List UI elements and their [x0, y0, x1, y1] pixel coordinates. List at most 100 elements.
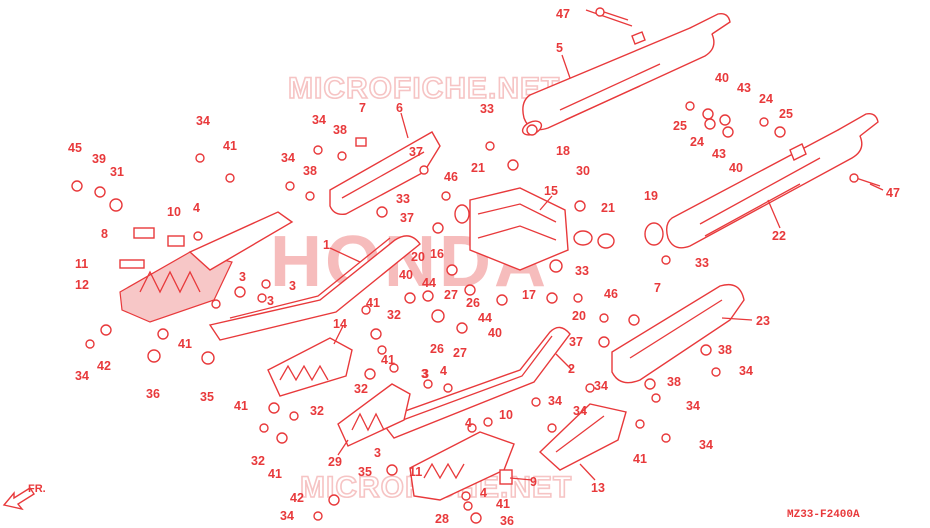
part-label: 23: [756, 314, 770, 328]
part-label: 4: [480, 486, 487, 500]
part-label: 24: [759, 92, 773, 106]
part-label: 34: [686, 399, 700, 413]
part-label: 40: [715, 71, 729, 85]
part-label: 25: [673, 119, 687, 133]
part-label: 29: [328, 455, 342, 469]
part-label: 10: [167, 205, 181, 219]
part-label: 3: [239, 270, 246, 284]
part-label: 20: [572, 309, 586, 323]
part-label: 41: [496, 497, 510, 511]
part-label: 30: [576, 164, 590, 178]
part-label: 27: [453, 346, 467, 360]
heat-shield-14: [267, 337, 353, 397]
part-label: 34: [312, 113, 326, 127]
part-label: 34: [280, 509, 294, 523]
part-label: 35: [200, 390, 214, 404]
leader-lines: [329, 54, 884, 481]
part-label: 34: [196, 114, 210, 128]
part-label: 3: [422, 367, 429, 381]
part-label: 2: [568, 362, 575, 376]
part-label: 44: [478, 311, 492, 325]
part-label: 45: [68, 141, 82, 155]
part-label: 3: [421, 367, 428, 381]
part-label: 10: [499, 408, 513, 422]
part-label: 43: [737, 81, 751, 95]
part-label: 32: [354, 382, 368, 396]
center-chamber: [454, 187, 615, 271]
part-label: 3: [374, 446, 381, 460]
part-label: 33: [480, 102, 494, 116]
part-label: 12: [75, 278, 89, 292]
part-label: 42: [290, 491, 304, 505]
part-label: 7: [654, 281, 661, 295]
part-label: 4: [440, 364, 447, 378]
part-label: 47: [886, 186, 900, 200]
part-label: 46: [444, 170, 458, 184]
part-label: 41: [366, 296, 380, 310]
part-label: 43: [712, 147, 726, 161]
part-label: 4: [193, 201, 200, 215]
part-label: 15: [544, 184, 558, 198]
small-parts: [71, 7, 881, 524]
part-label: 11: [409, 465, 422, 479]
part-label: 6: [396, 101, 403, 115]
part-label: 32: [251, 454, 265, 468]
part-label: 25: [779, 107, 793, 121]
part-label: 47: [556, 7, 570, 21]
front-direction-label: FR.: [28, 483, 46, 495]
part-label: 1: [323, 238, 330, 252]
part-label: 33: [575, 264, 589, 278]
part-label: 34: [548, 394, 562, 408]
part-label: 37: [569, 335, 583, 349]
part-label: 34: [739, 364, 753, 378]
part-label: 35: [358, 465, 372, 479]
heat-shield-13: [538, 403, 627, 471]
part-label: 21: [471, 161, 485, 175]
part-label: 37: [400, 211, 414, 225]
part-label: 40: [488, 326, 502, 340]
part-label: 24: [690, 135, 704, 149]
muffler-upper-right: [521, 9, 731, 136]
part-label: 34: [75, 369, 89, 383]
drawing-code: MZ33-F2400A: [787, 509, 860, 521]
part-label: 14: [333, 317, 347, 331]
part-label: 19: [644, 189, 658, 203]
part-label: 3: [289, 279, 296, 293]
muffler-lower-right: [644, 112, 879, 249]
part-label: 38: [333, 123, 347, 137]
part-label: 39: [92, 152, 106, 166]
part-label: 36: [500, 514, 514, 528]
part-label: 18: [556, 144, 570, 158]
exhaust-pipe-1: [208, 235, 421, 341]
part-label: 9: [530, 475, 537, 489]
part-label: 11: [75, 257, 88, 271]
part-label: 40: [399, 268, 413, 282]
part-label: 26: [430, 342, 444, 356]
part-label: 7: [359, 101, 366, 115]
part-label: 41: [633, 452, 647, 466]
part-label: 26: [466, 296, 480, 310]
part-label: 34: [281, 151, 295, 165]
heat-shield-23: [611, 283, 745, 384]
part-label: 41: [268, 467, 282, 481]
part-label: 13: [591, 481, 605, 495]
site-watermark-top: MICROFICHE.NET: [288, 72, 560, 105]
part-label: 44: [422, 276, 436, 290]
part-label: 28: [435, 512, 449, 526]
part-label: 37: [409, 145, 423, 159]
part-label: 3: [267, 294, 274, 308]
part-label: 34: [573, 404, 587, 418]
part-label: 40: [729, 161, 743, 175]
part-label: 38: [303, 164, 317, 178]
front-direction-arrow: FR.: [2, 483, 46, 511]
part-label: 4: [465, 416, 472, 430]
part-label: 20: [411, 250, 425, 264]
part-label: 34: [699, 438, 713, 452]
part-label: 41: [223, 139, 237, 153]
heat-shield-6: [329, 131, 441, 216]
part-label: 38: [667, 375, 681, 389]
part-label: 21: [601, 201, 615, 215]
part-label: 8: [101, 227, 108, 241]
part-label: 32: [310, 404, 324, 418]
